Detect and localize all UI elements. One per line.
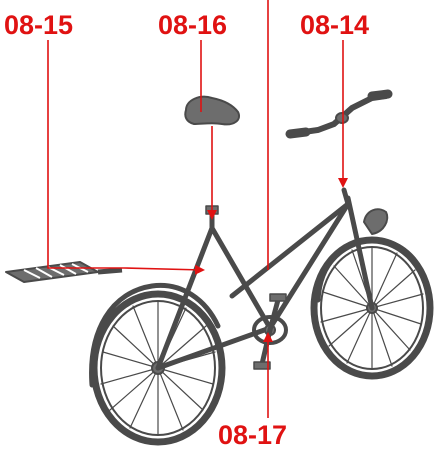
handlebar-part [290,94,388,134]
callout-label-08-16: 08-16 [158,12,227,39]
callout-label-08-14: 08-14 [300,12,369,39]
front-light [364,209,387,234]
saddle-part [185,97,239,125]
callout-label-08-17: 08-17 [218,422,287,449]
bicycle [92,190,430,442]
callout-label-08-15: 08-15 [4,12,73,39]
rear-rack-part [6,262,122,282]
leader-08-15 [48,40,203,270]
